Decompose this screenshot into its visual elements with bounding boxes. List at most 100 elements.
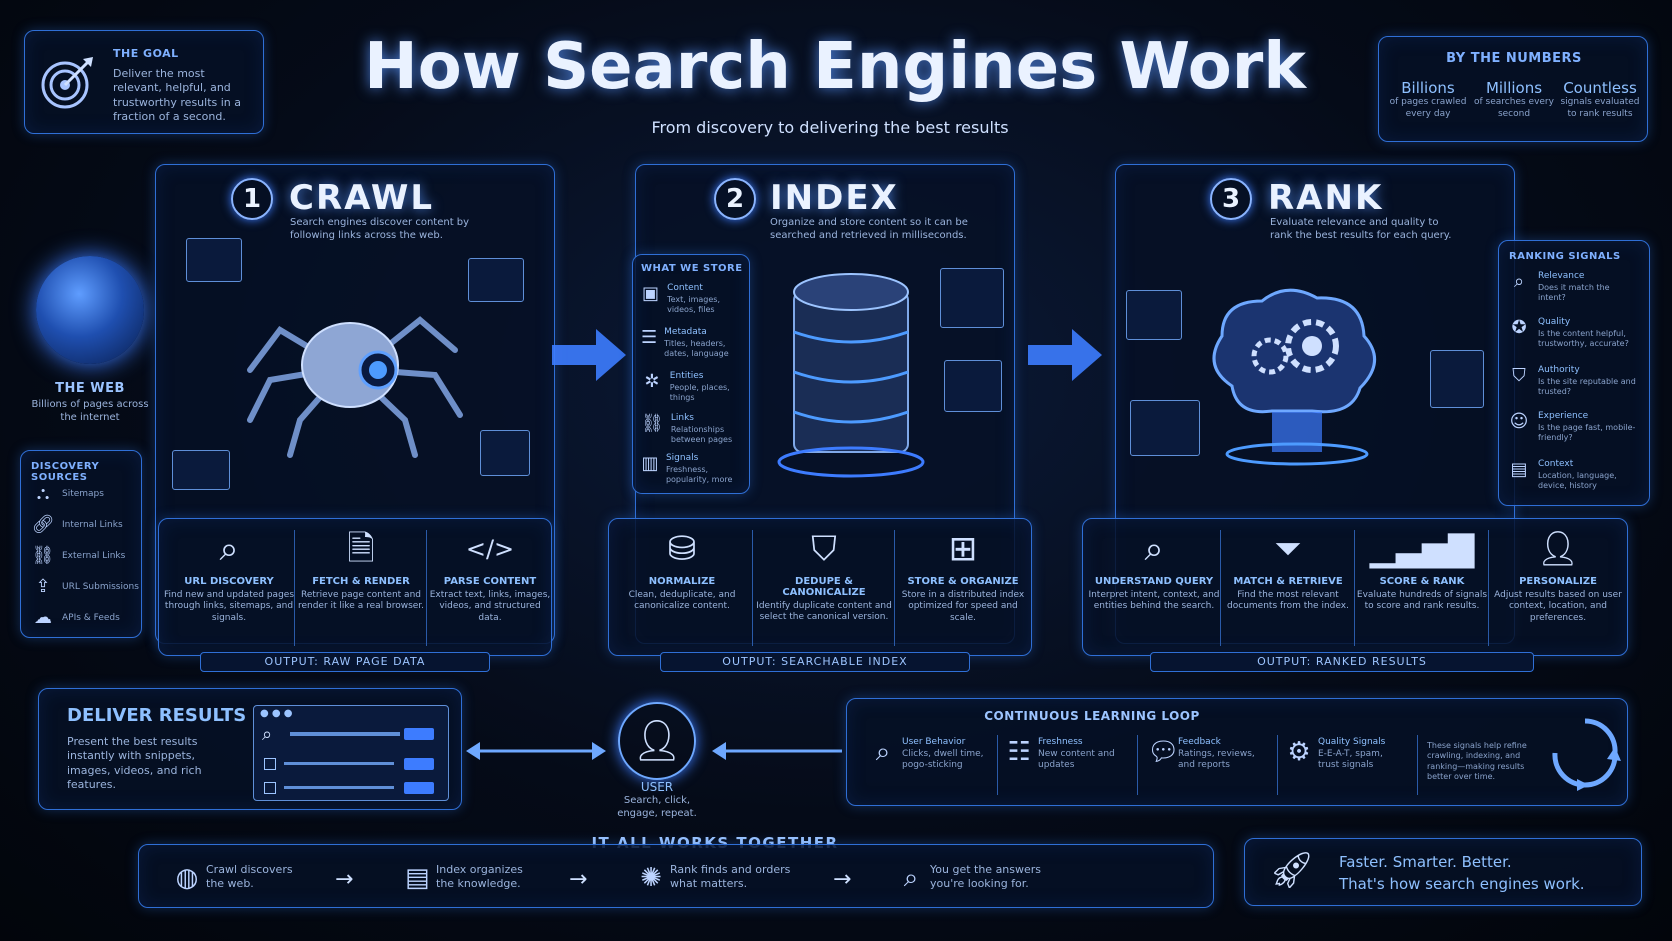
index-number: 2 (714, 178, 756, 220)
rank-desc: Evaluate relevance and quality to rank t… (1270, 217, 1452, 241)
store-desc: Titles, headers, dates, language (664, 338, 729, 359)
store-title: Metadata (664, 327, 707, 337)
store-title: Signals (665, 453, 699, 463)
user-experience-icon: ☺ (1509, 411, 1529, 432)
step-title: MATCH & RETRIEVE (1233, 576, 1343, 587)
step-desc: Clean, deduplicate, and canonicalize con… (628, 590, 736, 612)
panel-card-icon (944, 360, 1002, 412)
user-text: Search, click, engage, repeat. (617, 795, 697, 819)
discovery-label: DISCOVERY SOURCES (31, 461, 100, 483)
loop-desc: E-E-A-T, spam, trust signals (1318, 748, 1383, 771)
discovery-item: Internal Links (62, 520, 123, 530)
database-icon: ⛁ (667, 529, 697, 569)
signal-desc: Is the content helpful, trustworthy, acc… (1538, 328, 1629, 349)
globe-icon (36, 256, 144, 364)
signal-title: Experience (1538, 411, 1589, 421)
closing-a: Faster. Smarter. Better. (1339, 853, 1512, 871)
closing-b: That's how search engines work. (1339, 875, 1585, 893)
link-icon: ⛓ (641, 413, 664, 434)
discovery-panel: DISCOVERY SOURCES ⛬Sitemaps 🔗︎Internal L… (20, 450, 142, 638)
loop-title: Freshness (1038, 737, 1083, 747)
loop-desc: Clicks, dwell time, pogo-sticking (902, 748, 984, 771)
page-card-icon (172, 450, 230, 490)
together-a: Rank finds and orders (670, 863, 791, 876)
arrow-right-icon: → (569, 867, 588, 892)
signal-desc: Is the page fast, mobile-friendly? (1538, 422, 1636, 443)
number-small: of pages crawled every day (1389, 97, 1467, 119)
magnifier-icon: ⌕ (1513, 271, 1525, 292)
page-card-icon (480, 430, 530, 476)
crawl-number: 1 (231, 178, 273, 220)
page-subtitle: From discovery to delivering the best re… (651, 118, 1009, 137)
index-desc: Organize and store content so it can be … (770, 217, 968, 241)
store-title: Entities (669, 371, 704, 381)
page-card-icon (1430, 350, 1484, 408)
link-icon: 🔗︎ (31, 514, 55, 535)
user-avatar: 👤︎ (618, 702, 696, 780)
crawl-desc: Search engines discover content by follo… (290, 217, 470, 241)
step-title: SCORE & RANK (1379, 576, 1465, 587)
loop-title: Feedback (1178, 737, 1221, 747)
magnifier-icon: ⌕ (903, 863, 919, 893)
brain-icon: ✺ (640, 863, 662, 893)
chat-bubble-icon: 💬︎ (1147, 737, 1181, 767)
external-link-icon: ⛓ (31, 545, 55, 566)
step-title: PARSE CONTENT (443, 576, 537, 587)
crawl-title: CRAWL (289, 178, 435, 218)
rank-output: OUTPUT: RANKED RESULTS (1150, 652, 1534, 672)
goal-label: THE GOAL (113, 47, 179, 60)
store-desc: Text, images, videos, files (667, 294, 720, 315)
deliver-title: DELIVER RESULTS (67, 705, 247, 726)
person-icon: 👤︎ (1536, 529, 1580, 569)
magnifier-icon: ⌕ (262, 724, 273, 745)
loop-title: User Behavior (902, 737, 966, 747)
database-icon (776, 262, 926, 482)
arrow-right-icon: → (833, 867, 852, 892)
number-big: Countless (1563, 79, 1637, 97)
number-big: Millions (1485, 79, 1543, 97)
page-card-icon (468, 258, 524, 302)
loop-note: These signals help refine crawling, inde… (1427, 741, 1527, 782)
arrow-right-icon (552, 325, 628, 389)
step-desc: Evaluate hundreds of signals to score an… (1356, 590, 1488, 612)
signal-desc: Location, language, device, history (1538, 470, 1617, 491)
signal-desc: Is the site reputable and trusted? (1538, 376, 1636, 397)
step-desc: Find new and updated pages through links… (164, 590, 295, 623)
feed-icon: ☁ (34, 607, 52, 628)
step-title: URL DISCOVERY (184, 576, 274, 587)
page-card-icon (1126, 290, 1182, 340)
discovery-item: APIs & Feeds (62, 613, 120, 623)
rocket-icon: 🚀︎ (1269, 850, 1315, 891)
page-title: How Search Engines Work (364, 30, 1306, 104)
image-file-icon: ▣ (642, 283, 660, 304)
number-small: signals evaluated to rank results (1560, 97, 1640, 119)
step-desc: Adjust results based on user context, lo… (1494, 590, 1622, 623)
signal-title: Relevance (1538, 271, 1585, 281)
person-icon: 👤︎ (631, 718, 683, 764)
step-title: STORE & ORGANIZE (907, 576, 1019, 587)
shield-check-icon: ⛉ (811, 529, 837, 569)
step-title: PERSONALIZE (1519, 576, 1597, 587)
together-b: you're looking for. (930, 877, 1029, 891)
crawl-steps (158, 518, 552, 656)
index-output: OUTPUT: SEARCHABLE INDEX (660, 652, 970, 672)
deliver-panel: DELIVER RESULTS Present the best results… (38, 688, 462, 810)
user-label: USER (640, 780, 674, 794)
gear-icon: ⚙ (1287, 737, 1311, 767)
network-icon: ✲ (644, 371, 660, 392)
document-icon: 🗎 (347, 529, 375, 569)
grid-icon: ⊞ (948, 529, 978, 569)
store-title: Links (670, 413, 694, 423)
arrow-right-icon (1028, 325, 1104, 389)
step-title: FETCH & RENDER (312, 576, 410, 587)
signal-desc: Does it match the intent? (1538, 282, 1610, 303)
magnifier-icon: ⌕ (219, 529, 239, 569)
step-desc: Extract text, links, images, videos, and… (429, 590, 551, 623)
signal-title: Context (1538, 459, 1574, 469)
store-label: WHAT WE STORE (641, 263, 743, 274)
